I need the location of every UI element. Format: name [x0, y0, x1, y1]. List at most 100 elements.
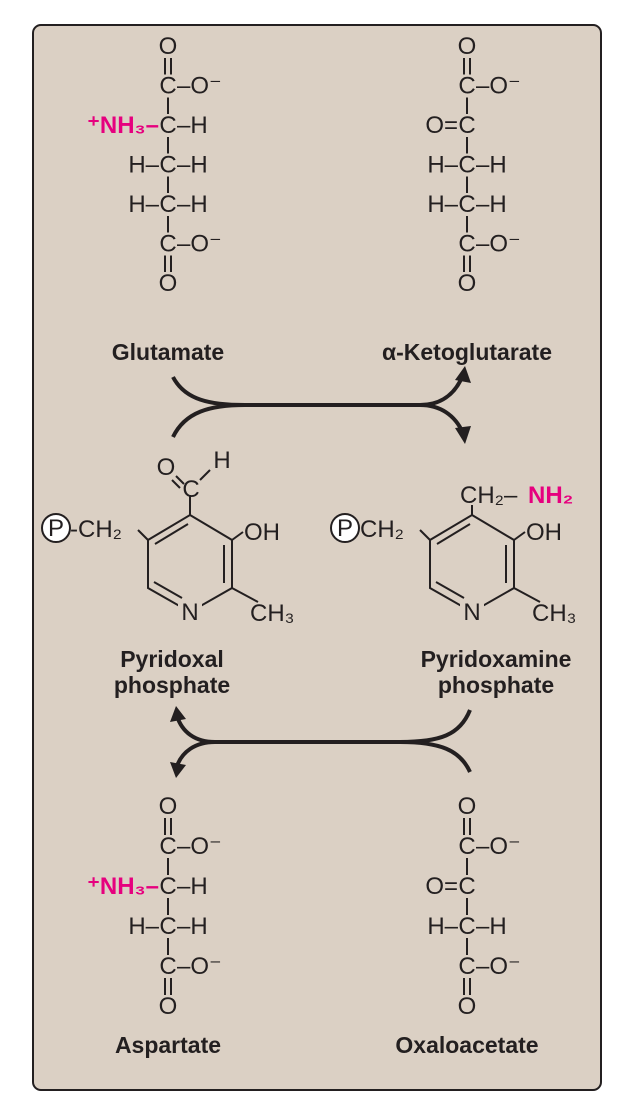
methyl-label: CH₃: [532, 600, 576, 627]
amino-group-label: ⁺NH₃–: [87, 112, 159, 139]
structure-row: CO=: [425, 873, 475, 900]
atom-label: C: [159, 112, 176, 139]
atom-label: C: [458, 152, 475, 179]
phosphate-circle-icon: [330, 513, 360, 543]
structure-row: CO=: [425, 112, 475, 139]
atom-label: C: [458, 953, 475, 980]
right-group-label: –O⁻: [177, 231, 222, 258]
amino-group-label: ⁺NH₃–: [87, 873, 159, 900]
phosphate-label: P: [337, 515, 353, 542]
atom-label: O: [458, 793, 477, 820]
right-group-label: –H: [476, 152, 507, 179]
atom-label: O: [159, 993, 178, 1020]
linker-label: CH₂: [360, 516, 404, 543]
atom-label: C: [458, 191, 475, 218]
right-group-label: –H: [177, 191, 208, 218]
left-group-label: H–: [128, 913, 159, 940]
atom-label: O: [458, 270, 477, 297]
compound-name: Glutamate: [112, 339, 224, 365]
left-group-label: O=: [425, 873, 458, 900]
structure-row: C–H H–: [427, 191, 506, 218]
right-group-label: –O⁻: [476, 953, 521, 980]
left-group-label: H–: [427, 913, 458, 940]
arrowhead-icon: [455, 426, 471, 444]
structure-row: C–O⁻: [458, 73, 520, 100]
bottom-reaction-arrow: [170, 706, 472, 778]
structure-row: C–O⁻: [159, 73, 221, 100]
aldehyde-hydrogen-label: H: [213, 447, 230, 474]
left-group-label: H–: [427, 152, 458, 179]
right-group-label: –H: [476, 191, 507, 218]
structure-row: O: [159, 793, 178, 820]
nitrogen-label: N: [181, 599, 198, 626]
methyl-label: CH₃: [250, 600, 294, 627]
pyridoxamine-phosphate-name-line1: Pyridoxamine: [421, 646, 572, 672]
structure-row: C–O⁻: [458, 953, 520, 980]
arrowhead-icon: [170, 706, 186, 722]
hydroxyl-label: OH: [244, 519, 280, 546]
left-group-label: H–: [128, 152, 159, 179]
structure-row: O: [458, 270, 477, 297]
atom-label: O: [159, 793, 178, 820]
atom-label: C: [159, 873, 176, 900]
right-group-label: –O⁻: [177, 833, 222, 860]
nitrogen-label: N: [463, 599, 480, 626]
atom-label: O: [458, 33, 477, 60]
compound-name: α-Ketoglutarate: [382, 339, 552, 365]
atom-label: C: [458, 873, 475, 900]
structure-row: C–O⁻: [159, 953, 221, 980]
atom-label: O: [159, 270, 178, 297]
pyridoxamine-phosphate-name-line2: phosphate: [438, 672, 554, 698]
phosphate-circle-icon: [41, 513, 71, 543]
amine-group-label: NH₂: [528, 482, 573, 509]
pyridoxal-phosphate-structure: P -CH₂ N O C H OH CH₃ Pyridoxal phosphat…: [41, 447, 294, 698]
top-reaction-arrow: [171, 366, 471, 444]
diagram-panel: [32, 24, 602, 1091]
atom-label: C: [159, 913, 176, 940]
right-group-label: –O⁻: [177, 73, 222, 100]
right-group-label: –H: [177, 913, 208, 940]
pyridoxal-phosphate-name-line1: Pyridoxal: [120, 646, 224, 672]
hydroxyl-label: OH: [526, 519, 562, 546]
structure-row: O: [458, 993, 477, 1020]
atom-label: C: [458, 73, 475, 100]
structure-row: C–HH–: [128, 152, 207, 179]
phosphate-label: P: [48, 515, 64, 542]
structure-row: C–H H–: [128, 913, 207, 940]
left-group-label: O=: [425, 112, 458, 139]
atom-label: C: [458, 913, 475, 940]
left-group-label: H–: [427, 191, 458, 218]
structure-row: O: [159, 33, 178, 60]
compound-name: Oxaloacetate: [395, 1032, 538, 1058]
atom-label: C: [458, 833, 475, 860]
structure-row: C–H⁺NH₃–: [87, 112, 207, 139]
atom-label: O: [458, 993, 477, 1020]
pyridoxamine-phosphate-structure: P CH₂ N CH₂– NH₂ OH CH₃ Pyridoxamine pho…: [330, 482, 576, 698]
structure-row: O: [159, 270, 178, 297]
right-group-label: –O⁻: [476, 833, 521, 860]
arrowhead-icon: [455, 366, 471, 383]
right-group-label: –H: [476, 913, 507, 940]
structure-row: C–O⁻: [159, 833, 221, 860]
structure-row: O: [458, 793, 477, 820]
structure-row: O: [159, 993, 178, 1020]
left-group-label: H–: [128, 191, 159, 218]
structure-row: C–O⁻: [458, 231, 520, 258]
atom-label: C: [458, 231, 475, 258]
atom-label: C: [159, 833, 176, 860]
atom-label: C: [159, 953, 176, 980]
aldehyde-oxygen-label: O: [157, 454, 176, 481]
structure-row: C–H H–: [427, 152, 506, 179]
atom-label: C: [159, 73, 176, 100]
arrowhead-icon: [170, 762, 186, 778]
structure-row: C–HH–: [128, 191, 207, 218]
right-group-label: –O⁻: [476, 73, 521, 100]
oxaloacetate-to-aspartate-arrow: [175, 740, 472, 773]
atom-label: C: [458, 112, 475, 139]
right-group-label: –H: [177, 152, 208, 179]
right-group-label: –O⁻: [177, 953, 222, 980]
atom-label: O: [159, 33, 178, 60]
